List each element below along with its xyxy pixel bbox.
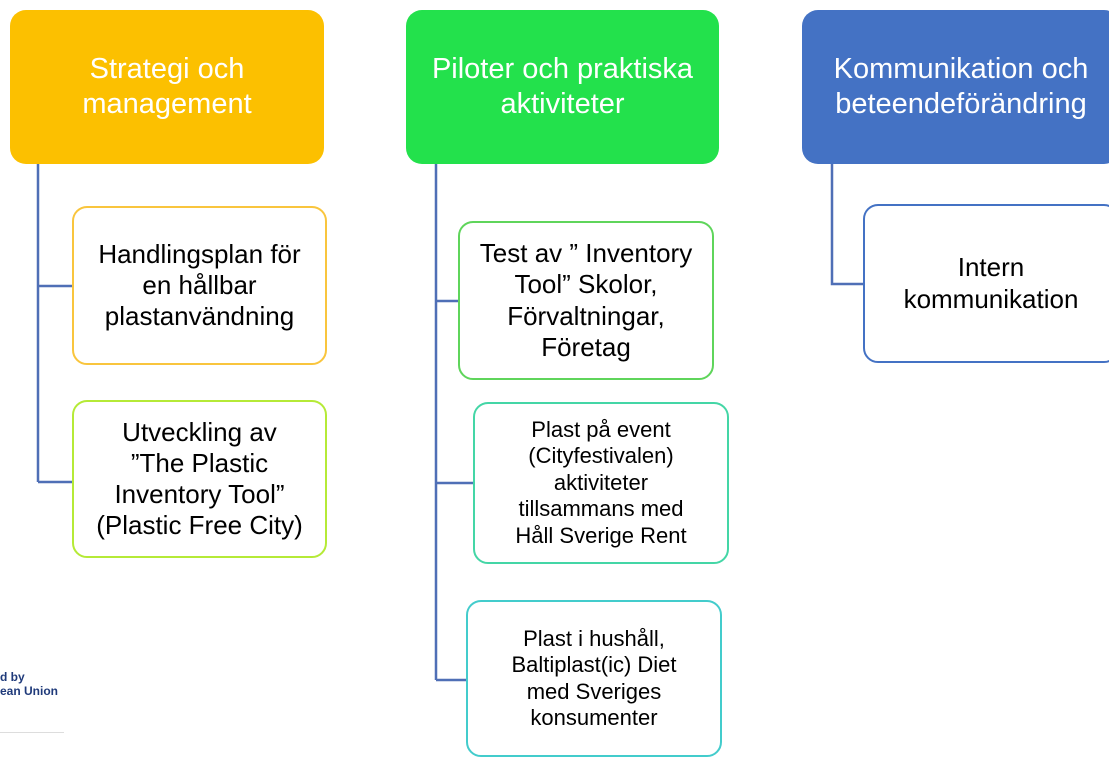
node-inventory-tool-test-label: Test av ” Inventory Tool” Skolor, Förval…	[479, 238, 693, 362]
connector-column-3	[830, 164, 863, 286]
eu-funding-text: d by ean Union	[0, 670, 58, 698]
node-inventory-tool-development-label: Utveckling av ”The Plastic Inventory Too…	[96, 416, 303, 541]
node-internal-communication: Intern kommunikation	[863, 204, 1109, 363]
node-household-plastic-label: Plast i hushåll, Baltiplast(ic) Diet med…	[511, 625, 677, 730]
node-household-plastic: Plast i hushåll, Baltiplast(ic) Diet med…	[466, 600, 722, 757]
connector-column-1	[36, 164, 72, 484]
column-header-strategy-label: Strategi och management	[82, 53, 252, 120]
node-action-plan: Handlingsplan för en hållbar plastanvänd…	[72, 206, 327, 365]
node-inventory-tool-development: Utveckling av ”The Plastic Inventory Too…	[72, 400, 327, 558]
eu-funding-line-1: d by	[0, 670, 25, 684]
node-action-plan-label: Handlingsplan för en hållbar plastanvänd…	[98, 238, 301, 332]
column-header-strategy: Strategi och management	[10, 10, 324, 164]
eu-funding-divider	[0, 732, 64, 733]
node-inventory-tool-test: Test av ” Inventory Tool” Skolor, Förval…	[458, 221, 714, 380]
column-header-pilots: Piloter och praktiska aktiviteter	[406, 10, 719, 164]
column-header-communication-label: Kommunikation och beteendeförändring	[833, 53, 1089, 120]
eu-funding-logo: d by ean Union	[0, 670, 70, 740]
eu-funding-line-2: ean Union	[0, 684, 59, 698]
node-event-plastic-label: Plast på event (Cityfestivalen) aktivite…	[515, 417, 687, 548]
column-header-pilots-label: Piloter och praktiska aktiviteter	[431, 53, 694, 120]
node-event-plastic: Plast på event (Cityfestivalen) aktivite…	[473, 402, 729, 564]
node-internal-communication-label: Intern kommunikation	[903, 252, 1079, 314]
column-header-communication: Kommunikation och beteendeförändring	[802, 10, 1109, 164]
